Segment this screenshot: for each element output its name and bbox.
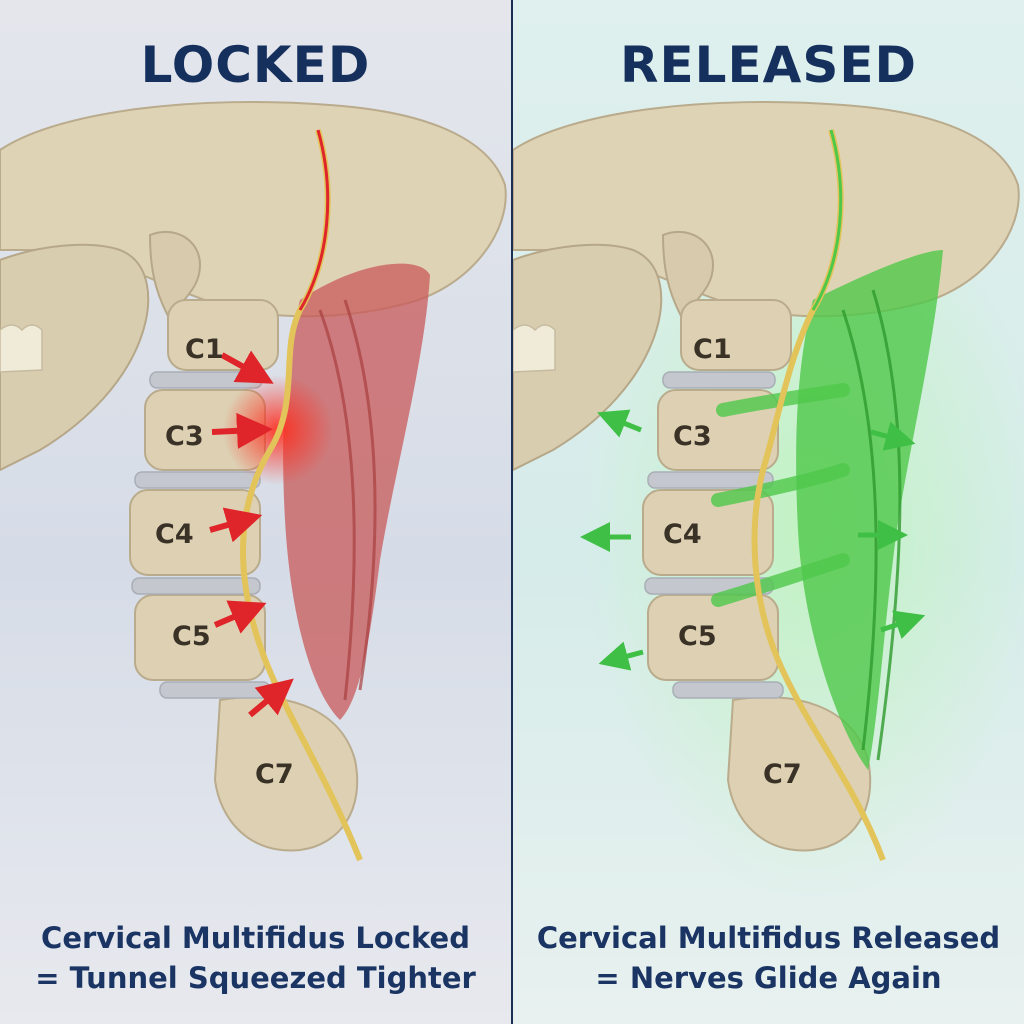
label-c1: C1 — [693, 334, 732, 365]
locked-muscle — [283, 263, 430, 720]
locked-title: LOCKED — [140, 36, 371, 94]
discs — [131, 371, 271, 699]
label-c4: C4 — [663, 519, 702, 550]
label-c7: C7 — [763, 759, 802, 790]
locked-illustration: C1 C3 C4 C5 C7 — [0, 101, 507, 862]
release-arrows — [580, 409, 926, 671]
released-muscle — [796, 250, 943, 770]
compression-arrows — [209, 350, 294, 718]
mandible — [0, 243, 150, 472]
teeth — [0, 324, 43, 373]
vertebrae — [642, 299, 872, 852]
locked-panel: C1 C3 C4 C5 C7 LOCKED Cervical Multifidu… — [0, 0, 511, 1024]
discs — [644, 371, 784, 699]
released-title: RELEASED — [619, 36, 918, 94]
label-c5: C5 — [678, 621, 717, 652]
label-c3: C3 — [673, 421, 712, 452]
locked-caption-line2: = Tunnel Squeezed Tighter — [35, 961, 476, 995]
label-c3: C3 — [165, 421, 204, 452]
locked-caption-line1: Cervical Multifidus Locked — [41, 921, 470, 955]
label-c1: C1 — [185, 334, 224, 365]
label-c7: C7 — [255, 759, 294, 790]
teeth — [513, 324, 556, 373]
released-caption-line2: = Nerves Glide Again — [595, 961, 942, 995]
released-caption-line1: Cervical Multifidus Released — [536, 921, 1001, 955]
label-c5: C5 — [172, 621, 211, 652]
released-illustration: C1 C3 C4 C5 C7 — [513, 101, 1024, 900]
label-c4: C4 — [155, 519, 194, 550]
released-panel: C1 C3 C4 C5 C7 RELEASED Cervical Multifi… — [513, 0, 1024, 1024]
panel-divider — [511, 0, 513, 1024]
